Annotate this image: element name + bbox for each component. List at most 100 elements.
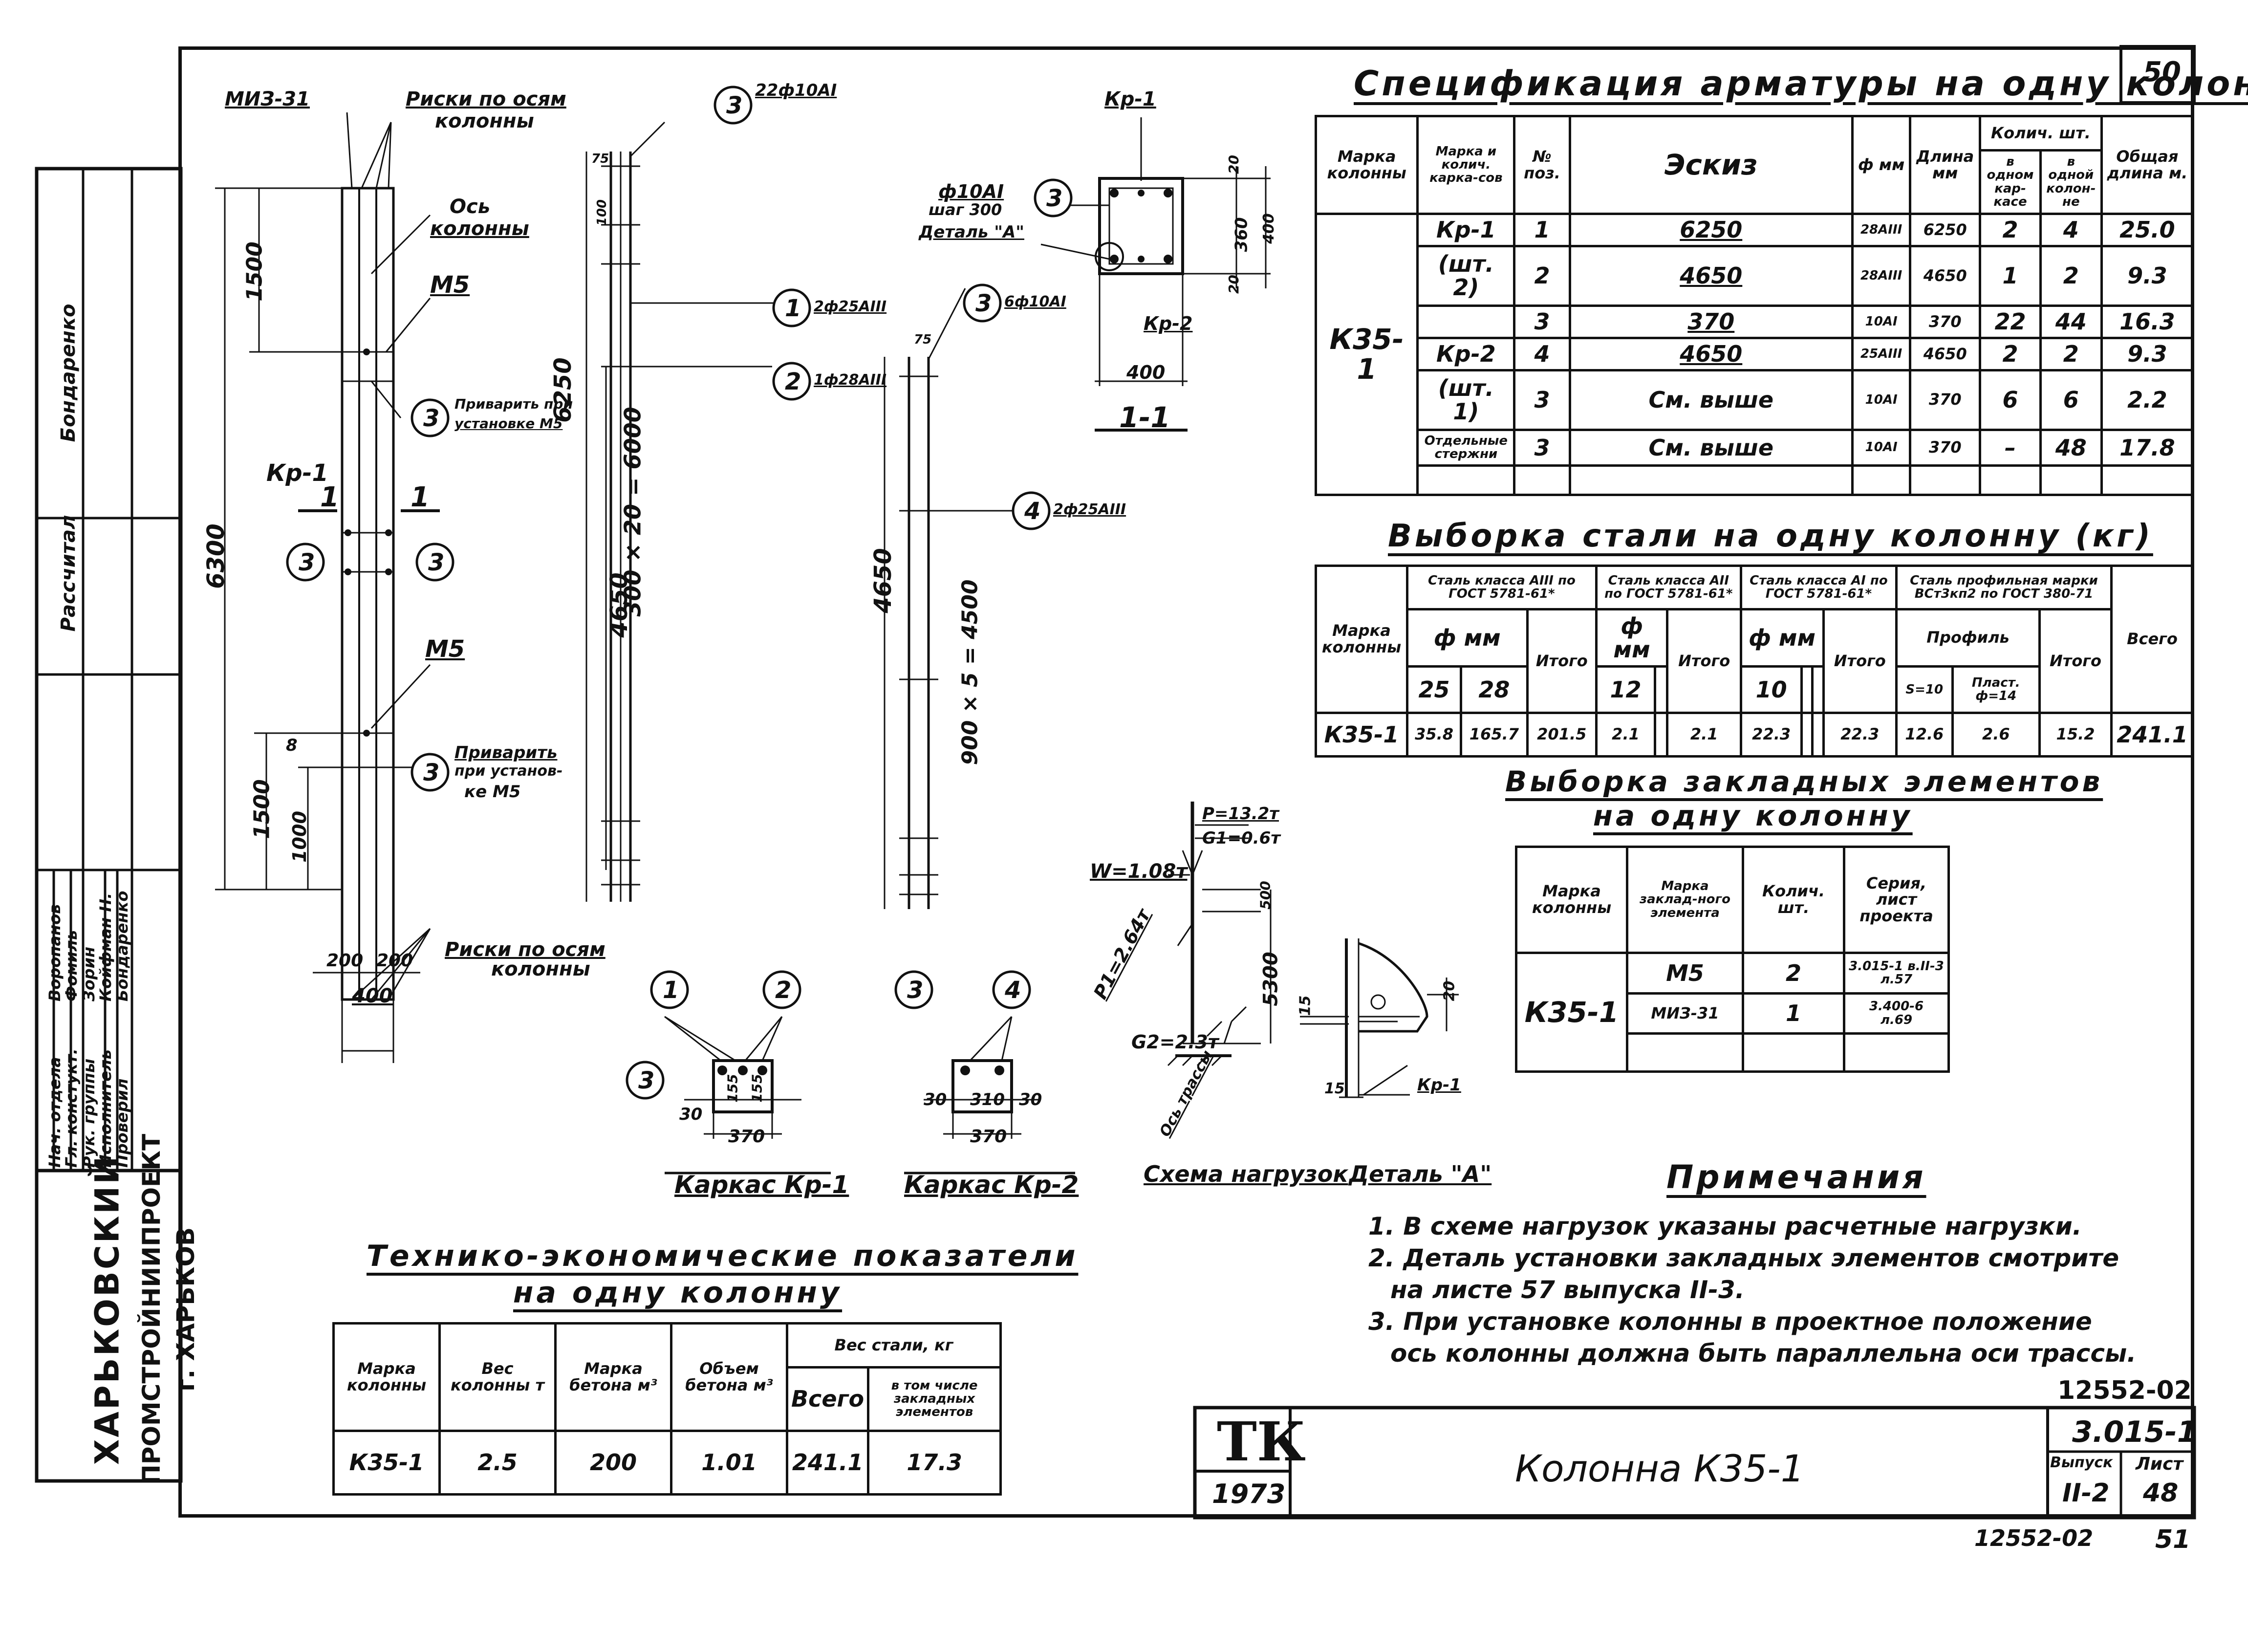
archive-code-bottom: 12552-02 [1974, 1525, 2094, 1551]
steel-h-a2: Сталь класса АII по ГОСТ 5781-61* [1595, 565, 1742, 610]
tep-title-1: Технико-экономические показатели [367, 1239, 1079, 1273]
dim-360: 360 [1232, 217, 1252, 252]
dim-30-b: 30 [924, 1090, 947, 1109]
dim-1500-bot: 1500 [249, 779, 275, 839]
note-3: 3. При установке колонны в проектное пол… [1368, 1307, 2092, 1336]
spec-r2-phi: 10АI [1851, 304, 1912, 339]
zakl-title-1: Выборка закладных элементов [1505, 765, 2103, 798]
role-nach-otdela: Нач. отдела [45, 1057, 64, 1168]
title-vypusk-label: Выпуск [2050, 1454, 2113, 1471]
spec-r5-phi: 10АI [1851, 428, 1912, 467]
spec-r0-n1: 2 [1979, 212, 2042, 248]
dim-4650-b: 4650 [869, 548, 897, 613]
steel-r-empty-1 [1654, 711, 1669, 758]
steel-h-phimm-3: ф мм [1739, 608, 1825, 668]
tep-r-obem: 1.01 [670, 1430, 788, 1496]
label-G1: G1=0.6т [1202, 828, 1280, 848]
spec-r4-eskiz: См. выше [1568, 369, 1854, 431]
role-proveril: Проверил [113, 1078, 131, 1168]
spec-r5-eskiz: См. выше [1568, 428, 1854, 467]
label-pos4: 2ф25АIII [1053, 501, 1126, 518]
steel-r-it4: 15.2 [2038, 711, 2113, 758]
label-m5-top: М5 [430, 271, 470, 299]
spec-kolonna: К35-1 [1314, 213, 1419, 496]
label-section-right: 1 [411, 481, 430, 513]
spec-r0-dl: 6250 [1909, 212, 1982, 248]
steel-c-empty-1 [1654, 665, 1669, 714]
steel-r-empty-2 [1800, 711, 1814, 758]
label-miz31: МИЗ-31 [225, 88, 310, 110]
dim-75-a: 75 [591, 152, 609, 166]
label-privarit-1: Приварить при [454, 396, 573, 412]
steel-h-a3: Сталь класса АIII по ГОСТ 5781-61* [1406, 565, 1598, 610]
label-privarit-1b: установке М5 [454, 415, 563, 432]
drawing-frame [178, 46, 2194, 1518]
spec-r2-dl: 370 [1909, 304, 1982, 339]
sheet-number-bottom: 51 [2155, 1525, 2191, 1554]
zakl-h-seria: Серия, лист проекта [1843, 845, 1950, 955]
label-load-title: Схема нагрузок [1144, 1161, 1348, 1187]
label-sec-11: 1-1 [1119, 401, 1170, 434]
spec-r5-n1: – [1979, 428, 2042, 467]
pos-1-circle-b: 1 [663, 977, 679, 1004]
spec-r2-n2: 44 [2039, 304, 2103, 339]
dim-370-a: 370 [728, 1127, 765, 1147]
pos-3-circle-a: 3 [423, 405, 440, 432]
pos-3-circle-e: 3 [726, 92, 743, 119]
steel-c10: 10 [1739, 665, 1803, 714]
spec-r2-n1: 22 [1979, 304, 2042, 339]
zakl-h-marka: Марка колонны [1515, 845, 1628, 955]
dim-20-c: 20 [1441, 980, 1458, 1001]
tep-r-ves: 2.5 [438, 1430, 557, 1496]
steel-r-it3: 22.3 [1822, 711, 1898, 758]
tep-table: Марка колонны Вес колонны т Марка бетона… [332, 1322, 1002, 1496]
dim-75-b: 75 [914, 332, 932, 347]
label-kr1-sec: Кр-1 [1104, 88, 1156, 110]
spec-r3-dl: 4650 [1909, 336, 1982, 371]
spec-r4-phi: 10АI [1851, 369, 1912, 431]
spec-r1-kark: (шт. 2) [1416, 245, 1516, 307]
spec-empty-4 [1851, 464, 1912, 496]
label-G2: G2=2.3т [1131, 1031, 1219, 1053]
pos-3-circle-b: 3 [423, 759, 440, 786]
dim-30-c: 30 [1019, 1090, 1042, 1109]
spec-r3-eskiz: 4650 [1568, 336, 1854, 371]
spec-r0-kark: Кр-1 [1416, 212, 1516, 248]
spec-empty-2 [1513, 464, 1571, 496]
name-fomil: Фомиль [62, 930, 81, 1001]
drawing-linework [35, 45, 2196, 1520]
spec-r3-n2: 2 [2039, 336, 2103, 371]
steel-c12: 12 [1595, 665, 1657, 714]
pos-3-circle-i: 3 [907, 977, 924, 1004]
dim-6300: 6300 [202, 523, 230, 589]
pos-2-circle-b: 2 [775, 977, 792, 1004]
spec-title: Спецификация арматуры на одну колонну [1354, 64, 2248, 104]
pos-3-circle-h: 3 [638, 1067, 655, 1094]
steel-r-v12: 2.1 [1595, 711, 1657, 758]
note-2: 2. Деталь установки закладных элементов … [1368, 1244, 2119, 1272]
tep-h-ves: Вес колонны т [438, 1322, 557, 1432]
steel-c-empty-3 [1811, 665, 1825, 714]
spec-h-marka-kark: Марка и колич. карка-сов [1416, 115, 1516, 215]
steel-r-it1: 201.5 [1526, 711, 1598, 758]
spec-h-v-odnoi: в одной колон-не [2039, 149, 2103, 215]
spec-h-phi: ф мм [1851, 115, 1912, 215]
dim-200-b: 200 [376, 951, 413, 971]
spec-r4-n1: 6 [1979, 369, 2042, 431]
steel-r-marka: К35-1 [1315, 711, 1408, 758]
label-22f10: 22ф10АI [755, 81, 837, 100]
spec-r2-poz: 3 [1513, 304, 1571, 339]
tep-h-marka: Марка колонны [332, 1322, 441, 1432]
tep-h-vsego: Всего [785, 1366, 870, 1432]
dim-400: 400 [352, 985, 393, 1007]
title-year: 1973 [1212, 1478, 1286, 1509]
dim-400-c: 400 [1260, 213, 1277, 244]
steel-r-v25: 35.8 [1405, 711, 1463, 758]
dim-5300: 5300 [1259, 952, 1282, 1006]
label-kolonny-top: колонны [435, 110, 534, 132]
spec-r2-obsh: 16.3 [2100, 304, 2195, 339]
spec-r1-eskiz: 4650 [1568, 245, 1854, 307]
steel-h-itogo-4: Итого [2038, 608, 2113, 714]
spec-r0-obsh: 25.0 [2100, 212, 2195, 248]
zakl-r1-s2: л.69 [1880, 1012, 1913, 1027]
